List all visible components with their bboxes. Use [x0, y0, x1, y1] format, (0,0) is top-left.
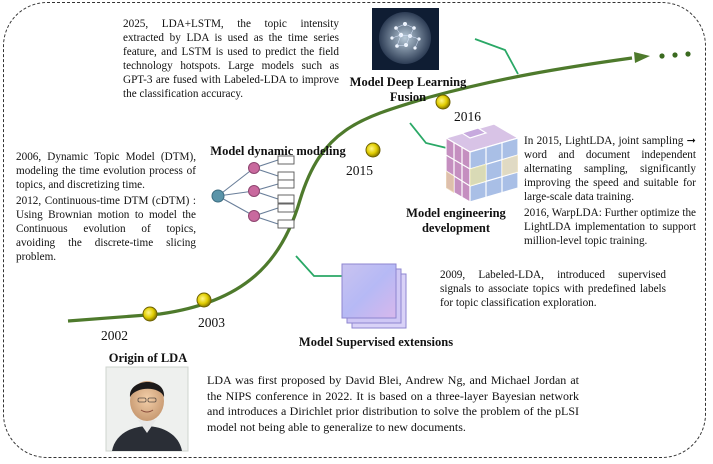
deep-fusion-text: 2025, LDA+LSTM, the topic intensity extr…	[123, 18, 339, 100]
marker-2015	[365, 142, 381, 158]
brain-network-image	[372, 8, 439, 70]
timeline-curve	[67, 56, 633, 323]
origin-title: Origin of LDA	[108, 351, 188, 365]
year-label-2003: 2003	[198, 315, 225, 330]
supervised-text: 2009, Labeled-LDA, introduced supervised…	[440, 269, 666, 309]
end-dot	[672, 52, 678, 58]
marker-2002	[142, 306, 158, 322]
curve-arrowhead	[634, 52, 650, 63]
marker-2003	[196, 292, 212, 308]
engineering-title: Model engineering development	[406, 206, 506, 235]
dynamic-title: Model dynamic modeling	[210, 144, 346, 158]
origin-text: LDA was first proposed by David Blei, An…	[207, 373, 579, 434]
end-dot	[659, 53, 665, 59]
engineering-text-2: 2016, WarpLDA: Further optimize the Ligh…	[524, 207, 696, 247]
connector-supervised	[295, 255, 342, 277]
connector-deep	[474, 38, 519, 75]
year-label-2002: 2002	[101, 328, 128, 343]
dynamic-text-1: 2006, Dynamic Topic Model (DTM), modelin…	[16, 151, 196, 191]
tree-network-icon	[217, 159, 279, 225]
portrait-photo	[105, 366, 189, 452]
end-dot	[685, 51, 691, 57]
year-label-2016: 2016	[454, 109, 481, 124]
stacked-panels-icon	[341, 263, 407, 329]
deep-fusion-title: Model Deep Learning Fusion	[349, 75, 467, 104]
engineering-text-1: In 2015, LightLDA, joint sampling ➞ word…	[524, 135, 696, 203]
marker-2016	[435, 94, 451, 110]
rounded-dashed-frame	[3, 2, 706, 458]
connector-engineering	[409, 122, 456, 151]
year-label-2015: 2015	[346, 163, 373, 178]
supervised-title: Model Supervised extensions	[298, 335, 454, 349]
dynamic-text-2: 2012, Continuous-time DTM (cDTM) : Using…	[16, 195, 196, 263]
